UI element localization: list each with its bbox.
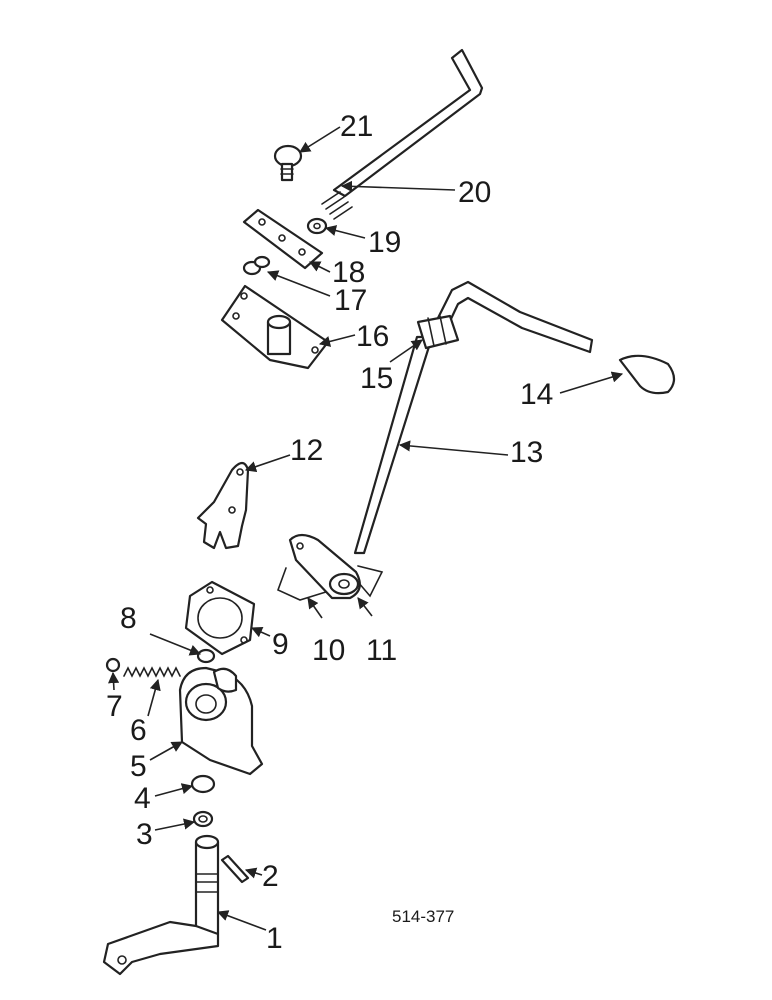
part-18-plate (242, 208, 324, 270)
part-2-pin (220, 854, 250, 884)
part-1-shaft (102, 834, 220, 976)
part-21-bolt (273, 144, 303, 182)
callout-6: 6 (130, 714, 147, 747)
callout-10: 10 (312, 634, 345, 667)
callout-15: 15 (360, 362, 393, 395)
callout-7: 7 (106, 690, 123, 723)
part-17-screw (242, 255, 271, 276)
callout-8: 8 (120, 602, 137, 635)
part-15-collar (416, 314, 460, 350)
part-9-gasket (184, 580, 256, 656)
callout-2: 2 (262, 860, 279, 893)
callout-13: 13 (510, 436, 543, 469)
part-7-ball (105, 657, 121, 673)
part-6-spring (123, 666, 181, 678)
callout-5: 5 (130, 750, 147, 783)
callout-16: 16 (356, 320, 389, 353)
callout-21: 21 (340, 110, 373, 143)
part-13-lever (353, 280, 594, 555)
callout-14: 14 (520, 378, 553, 411)
callout-17: 17 (334, 284, 367, 317)
part-5-housing (178, 666, 264, 776)
callout-19: 19 (368, 226, 401, 259)
leader-lines (108, 126, 624, 931)
callout-4: 4 (134, 782, 151, 815)
part-12-fork (196, 461, 250, 550)
part-19-nut (306, 217, 328, 235)
part-3-circlip (192, 810, 214, 828)
part-14-knob (618, 354, 676, 395)
part-8-ring (196, 648, 216, 664)
callout-3: 3 (136, 818, 153, 851)
callouts: 1 2 3 4 5 6 7 8 9 10 11 12 13 14 15 16 1… (106, 110, 553, 955)
callout-20: 20 (458, 176, 491, 209)
callout-12: 12 (290, 434, 323, 467)
drawing-reference: 514-377 (392, 907, 454, 926)
part-16-bracket (220, 284, 330, 370)
callout-1: 1 (266, 922, 283, 955)
callout-18: 18 (332, 256, 365, 289)
callout-9: 9 (272, 628, 289, 661)
part-11-arm (288, 533, 361, 600)
part-4-o-ring (190, 774, 216, 794)
callout-11: 11 (366, 634, 397, 667)
